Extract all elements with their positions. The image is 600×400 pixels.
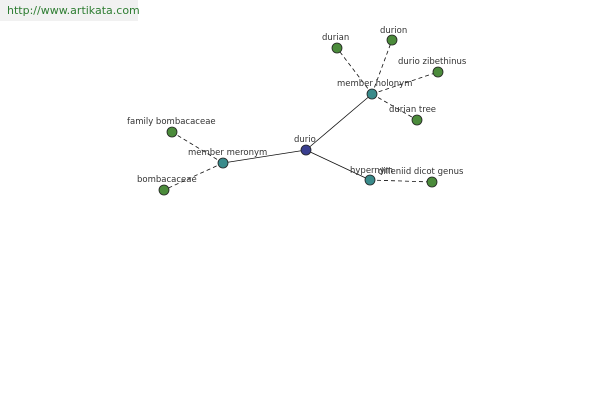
label-bombacaceae: bombacaceae [137,175,197,185]
edge-holonym-durian-tree [371,93,418,121]
node-durian-tree[interactable] [411,114,423,126]
label-member-holonym: member holonym [337,79,412,89]
label-member-meronym: member meronym [188,148,267,158]
edge-holonym-durian [336,47,373,95]
label-durian-tree: durian tree [389,105,436,115]
site-url[interactable]: http://www.artikata.com [7,4,140,17]
node-bombacaceae[interactable] [158,184,170,196]
edge-meronym-bombacaceae [163,162,224,191]
node-member-meronym[interactable] [217,157,229,169]
label-durio: durio [294,135,316,145]
node-hypernym[interactable] [364,174,376,186]
label-dilleniid-dicot-genus: dilleniid dicot genus [378,167,464,177]
label-hypernym: hypernym [350,166,393,176]
url-bar: http://www.artikata.com [0,0,140,21]
node-durio-zibethinus[interactable] [432,66,444,78]
node-durio[interactable] [300,144,312,156]
label-durion: durion [380,26,407,36]
edge-durio-member-meronym [222,149,307,164]
label-durio-zibethinus: durio zibethinus [398,57,467,67]
node-family-bombacaceae[interactable] [166,126,178,138]
edge-holonym-durion [371,39,393,95]
edge-durio-member-holonym [305,93,373,151]
node-member-holonym[interactable] [366,88,378,100]
edge-durio-hypernym [305,149,371,181]
label-family-bombacaceae: family bombacaceae [127,117,216,127]
node-durion[interactable] [386,34,398,46]
edge-meronym-family-bombacaceae [171,131,224,164]
label-durian: durian [322,33,349,43]
node-durian[interactable] [331,42,343,54]
edge-hypernym-dilleniid [369,179,433,183]
edge-holonym-durio-zibethinus [371,71,439,95]
node-dilleniid-dicot-genus[interactable] [426,176,438,188]
